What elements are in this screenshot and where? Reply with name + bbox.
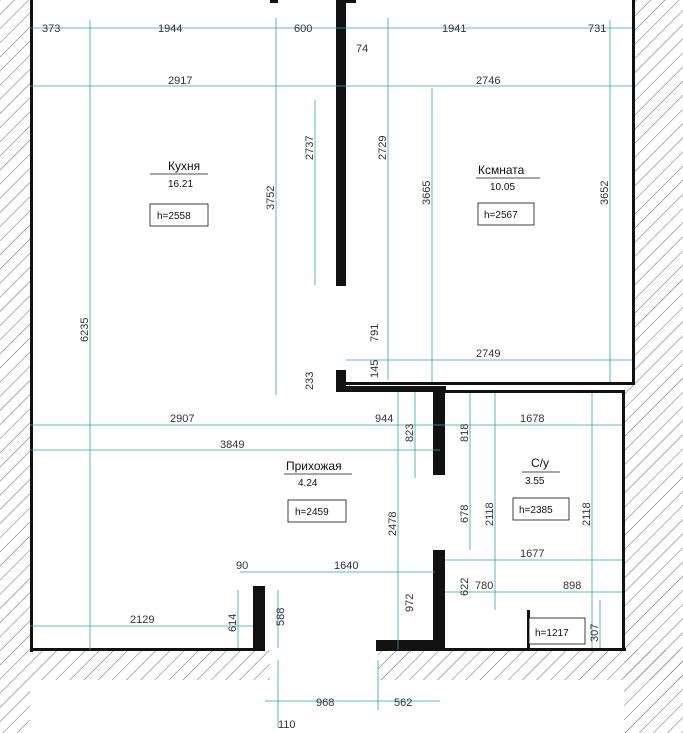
dim-2118-right: 2118: [581, 502, 593, 526]
dim-2749: 2749: [476, 348, 500, 360]
dim-3752: 3752: [265, 186, 277, 210]
dim-972: 972: [404, 594, 416, 612]
room-living: Ксмната 10.05 h=2567: [476, 163, 540, 226]
dim-731: 731: [588, 23, 606, 35]
dim-2737: 2737: [304, 136, 316, 160]
room-area: 10.05: [490, 182, 515, 193]
dim-2907: 2907: [170, 413, 194, 425]
hall-name: Прихожая: [286, 459, 342, 473]
kitchen-height: h=2558: [157, 211, 191, 222]
dim-818: 818: [459, 424, 471, 442]
dim-791: 791: [369, 324, 381, 342]
walls: [30, 0, 635, 652]
dim-2129: 2129: [130, 614, 154, 626]
bath-name: С/у: [531, 456, 549, 470]
dim-110: 110: [278, 719, 296, 731]
dim-2118-left: 2118: [484, 502, 496, 526]
dim-588: 588: [275, 608, 287, 626]
dim-614: 614: [227, 614, 239, 632]
dimension-lines: [30, 18, 632, 728]
dim-823: 823: [404, 424, 416, 442]
dim-600: 600: [294, 23, 312, 35]
dim-74: 74: [356, 43, 368, 55]
room-kitchen: Кухня 16.21 h=2558: [149, 159, 209, 227]
dim-2478: 2478: [387, 512, 399, 536]
hall-height: h=2459: [295, 507, 329, 518]
dim-1677: 1677: [520, 548, 544, 560]
room-name: Ксмната: [478, 163, 525, 177]
dim-373: 373: [42, 23, 60, 35]
kitchen-area: 16.21: [168, 179, 193, 190]
dim-780: 780: [475, 580, 493, 592]
dim-307: 307: [589, 624, 601, 642]
dim-2729: 2729: [377, 136, 389, 160]
dim-968: 968: [316, 697, 334, 709]
dim-944: 944: [375, 413, 393, 425]
hall-area: 4.24: [298, 478, 318, 489]
dim-3652: 3652: [599, 181, 611, 205]
room-hall: Прихожая 4.24 h=2459: [284, 459, 352, 523]
dim-1678: 1678: [520, 413, 544, 425]
dim-678: 678: [459, 505, 471, 523]
bath-height: h=2385: [519, 505, 553, 516]
dim-1640: 1640: [334, 560, 358, 572]
dim-3849: 3849: [220, 439, 244, 451]
extra-height-label: h=1217: [535, 628, 569, 639]
dim-90: 90: [236, 560, 248, 572]
dim-233: 233: [304, 372, 316, 390]
dim-1941: 1941: [442, 23, 466, 35]
dim-145: 145: [369, 360, 381, 378]
kitchen-name: Кухня: [168, 159, 200, 173]
dim-562: 562: [394, 697, 412, 709]
bath-area: 3.55: [525, 476, 545, 487]
dim-898: 898: [563, 580, 581, 592]
dim-2917: 2917: [168, 75, 192, 87]
dim-6235: 6235: [79, 318, 91, 342]
dim-1944: 1944: [158, 23, 182, 35]
dim-3665: 3665: [421, 181, 433, 205]
dimension-texts: 373 1944 600 74 1941 731 2917 2746 2737 …: [42, 23, 611, 731]
room-height: h=2567: [484, 210, 518, 221]
dim-2746: 2746: [476, 75, 500, 87]
dim-622: 622: [459, 578, 471, 596]
room-bath: С/у 3.55 h=2385: [512, 456, 570, 521]
